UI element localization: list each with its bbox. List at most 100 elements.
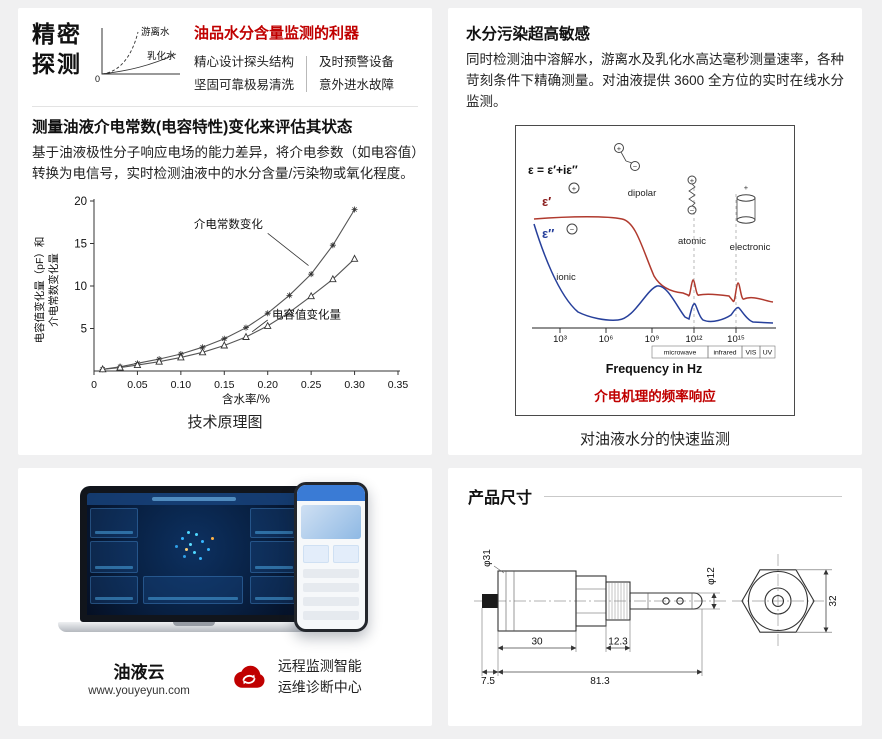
svg-text:10: 10 [74,281,87,293]
dim-thread-length: 12.3 [608,637,628,648]
card-water-sensitivity: 水分污染超高敏感 同时检测油中溶解水，游离水及乳化水高达毫秒测量速率，各种苛刻条… [448,8,862,455]
svg-text:0.35: 0.35 [388,379,409,391]
phone-list-row [303,611,359,620]
dashboard-panel [250,576,298,604]
epsilon-imag-label: ε″ [542,226,554,241]
svg-text:含水率/%: 含水率/% [222,392,270,406]
heading-rule [544,495,842,497]
header-block: 精密 探测 0 游离水 乳化水 油品水分含量监测的利器 精心设计探头结构 坚固可… [32,20,418,97]
phone-stat-tiles [303,545,359,563]
svg-text:0.20: 0.20 [257,379,278,391]
emulsified-water-label: 乳化水 [147,50,176,62]
chart-caption: 技术原理图 [187,414,263,432]
dashboard-panel [143,576,243,604]
dashboard-header-bar [87,493,301,505]
dim-probe-diameter: φ12 [706,567,717,585]
svg-text:20: 20 [74,196,87,208]
svg-text:−: − [690,206,695,215]
electronic-cylinder-icon: + [736,183,756,224]
figure-caption: 对油液水分的快速监测 [579,430,730,448]
feature-item: 坚固可靠极易清洗 [194,78,295,93]
chart-y-axis-label-column: 电容值变化量（pF）和 介电常数变化量 [32,191,62,407]
phone-list-row [303,569,359,578]
svg-text:−: − [570,225,575,234]
y-label-line2: 介电常数变化量 [48,253,60,328]
svg-text:0.10: 0.10 [171,379,192,391]
cloud-brand-block: 油液云 www.youyeyun.com [88,658,190,697]
y-label-line1: 电容值变化量（pF）和 [33,237,46,344]
dim-total-length: 81.3 [590,676,610,687]
phone-app-header [297,485,365,501]
chart-y-axis-label: 电容值变化量（pF）和 介电常数变化量 [33,237,61,344]
dim-hex-across-flats: 32 [828,595,839,607]
product-size-header: 产品尺寸 [468,484,842,508]
svg-text:+: + [617,144,622,153]
svg-text:5: 5 [81,324,87,336]
service-line1: 远程监测智能 [277,658,362,674]
svg-text:+: + [572,184,577,193]
frequency-response-svg: ε = ε′+iε″ ε′ ε″ + − + [528,142,776,376]
dashboard-panel [250,508,298,538]
svg-text:+: + [744,183,749,192]
freq-tick: 10⁶ [599,334,614,345]
dipole-molecule-icon: + − [614,142,640,171]
dashboard-screen [87,493,301,615]
service-line2: 运维诊断中心 [277,679,362,695]
dim-body-length: 30 [531,637,543,648]
water-curves-mini-graph-icon: 0 游离水 乳化水 [95,26,180,84]
epsilon-imag-curve [533,223,774,324]
svg-text:−: − [633,162,638,171]
band-label: VIS [746,349,757,356]
remote-service-block: 远程监测智能 运维诊断中心 [230,656,362,698]
dashboard-panel [90,576,138,604]
feature-item: 及时预警设备 [319,55,395,69]
frequency-response-figure: ε = ε′+iε″ ε′ ε″ + − + [515,124,795,416]
cloud-footer: 油液云 www.youyeyun.com 远程监测智能 运维诊断中心 [32,656,418,698]
phone-tile [303,545,329,563]
negative-ion-icon: − [566,223,578,235]
svg-text:15: 15 [74,239,87,251]
origin-label: 0 [95,74,100,84]
svg-text:0.30: 0.30 [344,379,365,391]
frequency-axis-label: Frequency in Hz [606,362,703,376]
china-map-dots [187,531,190,534]
sensor-side-view [474,570,726,632]
sensitivity-heading: 水分污染超高敏感 [466,26,591,43]
header-right: 油品水分含量监测的利器 精心设计探头结构 坚固可靠极易清洗 及时预警设备 意外进… [194,20,418,97]
dipolar-label: dipolar [628,188,657,199]
spectral-bands [651,345,776,359]
band-label: UV [763,349,773,356]
dimension-annotations: φ31 φ12 30 12.3 7.5 81.3 [481,549,720,687]
dashboard-panel [90,508,138,538]
device-mockups [32,480,418,646]
brand-line2: 探测 [32,50,82,77]
cloud-brand-name: 油液云 [113,662,165,682]
dashboard-panel [90,541,138,573]
band-label: infrared [713,349,736,356]
sensitivity-paragraph: 同时检测油中溶解水，游离水及乳化水高达毫秒测量速率，各种苛刻条件下精确测量。对油… [466,52,844,109]
svg-text:0.15: 0.15 [214,379,235,391]
sensor-end-view: 32 [732,554,839,648]
electronic-label: electronic [730,242,771,253]
free-water-label: 游离水 [141,26,170,38]
cloud-website: www.youyeyun.com [88,684,190,697]
dashboard-panel [250,541,298,573]
epsilon-real-label: ε′ [542,194,551,209]
section-divider [32,106,418,108]
epsilon-real-curve [533,215,774,303]
feature-list: 精心设计探头结构 坚固可靠极易清洗 及时预警设备 意外进水故障 [194,51,418,97]
svg-text:+: + [690,176,695,185]
phone-tile [333,545,359,563]
principle-paragraph: 基于油液极性分子响应电场的能力差异，将介电参数（如电容值）转换为电信号，实时检测… [32,145,418,182]
feature-column-left: 精心设计探头结构 坚固可靠极易清洗 [194,51,294,97]
svg-text:0.05: 0.05 [127,379,148,391]
card-detection-principle: 精密 探测 0 游离水 乳化水 油品水分含量监测的利器 精心设计探头结构 坚固可… [18,8,432,455]
freq-tick: 10³ [553,334,567,345]
svg-text:0: 0 [91,379,97,391]
phone-list-row [303,597,359,606]
dimension-drawing: φ31 φ12 30 12.3 7.5 81.3 [474,549,839,687]
card-cloud-platform: 油液云 www.youyeyun.com 远程监测智能 运维诊断中心 [18,468,432,726]
freq-tick: 10¹² [686,334,703,345]
principle-chart: 电容值变化量（pF）和 介电常数变化量 5 10 15 20 0 0.05 0.10 0.15… [32,191,418,407]
